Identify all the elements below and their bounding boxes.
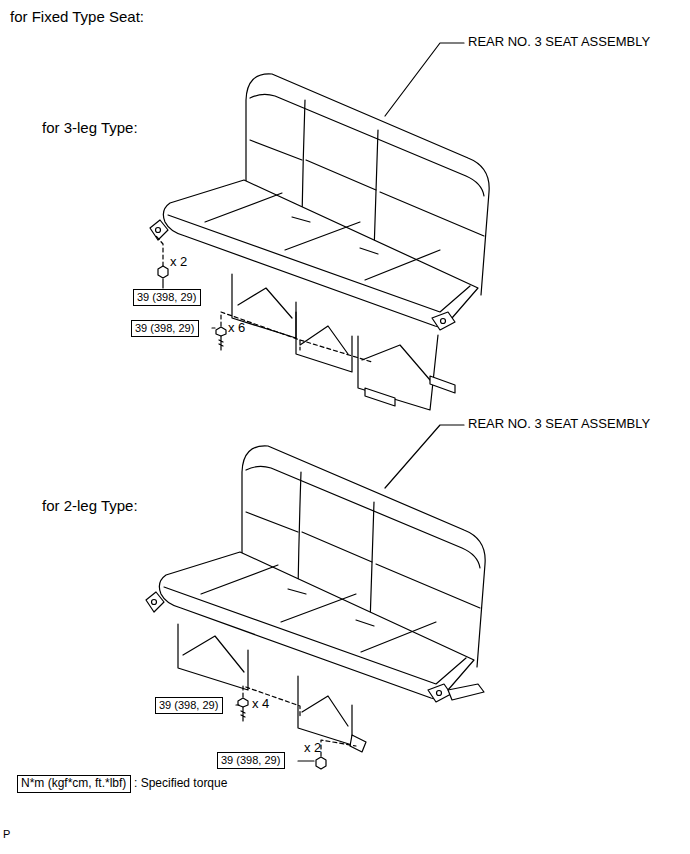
illustration-line: [238, 698, 248, 707]
illustration-line: [219, 336, 223, 350]
illustration-line: [250, 94, 484, 196]
torque-legend-box: N*m (kgf*cm, ft.*lbf): [17, 775, 131, 793]
seat-2-leg: [146, 425, 485, 769]
torque-spec-box: 39 (398, 29): [133, 289, 201, 306]
torque-value: 39 (398, 29): [137, 291, 197, 304]
legend-note: : Specified torque: [134, 777, 227, 791]
illustration-line: [296, 312, 352, 372]
quantity: x 6: [228, 321, 245, 336]
variant-heading: for 2-leg Type:: [42, 497, 138, 514]
illustration-line: [365, 250, 440, 280]
illustration-line: [360, 248, 378, 254]
illustration-line: [150, 220, 168, 240]
illustration-line: [358, 335, 438, 410]
illustration-line: [241, 707, 245, 721]
part-name: REAR NO. 3 SEAT ASSEMBLY: [468, 35, 650, 50]
illustration-line: [163, 180, 478, 327]
illustration-line: [162, 279, 163, 288]
variant-heading: for 3-leg Type:: [42, 119, 138, 136]
illustration-line: [250, 140, 302, 160]
illustration-line: [156, 228, 161, 233]
illustration-line: [298, 676, 352, 745]
illustration-line: [430, 376, 455, 393]
illustration-line: [168, 215, 470, 312]
illustration-line: [212, 327, 215, 328]
illustration-line: [306, 160, 376, 190]
quantity: x 4: [252, 697, 269, 712]
illustration-line: [285, 222, 360, 250]
quantity: x 2: [304, 741, 321, 756]
illustration-line: [238, 288, 292, 318]
diagram-title: for Fixed Type Seat:: [10, 8, 144, 25]
illustration-line: [432, 312, 455, 330]
torque-value: N*m (kgf*cm, ft.*lbf): [21, 777, 127, 791]
seat-3-leg: [150, 43, 489, 410]
illustration-line: [302, 696, 348, 726]
illustration-line: [374, 130, 378, 252]
illustration-line: [292, 217, 310, 222]
torque-value: 39 (398, 29): [221, 754, 281, 767]
torque-spec-box: 39 (398, 29): [131, 320, 199, 337]
quantity: x 2: [170, 255, 187, 270]
illustration-line: [380, 192, 484, 236]
torque-spec-box: 39 (398, 29): [155, 697, 223, 714]
illustration-line: [221, 312, 300, 350]
illustration-line: [205, 193, 282, 222]
illustration-line: [178, 624, 248, 690]
illustration-line: [302, 100, 305, 218]
illustration-line: [316, 757, 326, 769]
torque-value: 39 (398, 29): [135, 322, 195, 335]
torque-spec-box: 39 (398, 29): [217, 752, 285, 769]
illustration-line: [365, 388, 395, 406]
illustration-line: [321, 740, 356, 756]
illustration-line: [158, 266, 168, 278]
illustration-line: [146, 446, 485, 702]
illustration-line: [300, 340, 372, 362]
illustration-line: [385, 425, 464, 488]
illustration-line: [243, 686, 300, 716]
illustration-line: [385, 43, 464, 116]
illustration-line: [300, 326, 348, 354]
illustration-line: [183, 636, 244, 672]
illustration-line: [236, 704, 239, 705]
illustration-line: [350, 735, 366, 752]
illustration-line: [362, 345, 430, 380]
illustration-line: [298, 760, 314, 761]
part-name: REAR NO. 3 SEAT ASSEMBLY: [468, 417, 650, 432]
illustration-line: [156, 236, 163, 266]
figure-mark: P: [3, 828, 10, 841]
illustration-line: [441, 319, 446, 324]
illustration-line: [448, 684, 484, 700]
illustration-line: [216, 327, 226, 336]
torque-value: 39 (398, 29): [159, 699, 219, 712]
